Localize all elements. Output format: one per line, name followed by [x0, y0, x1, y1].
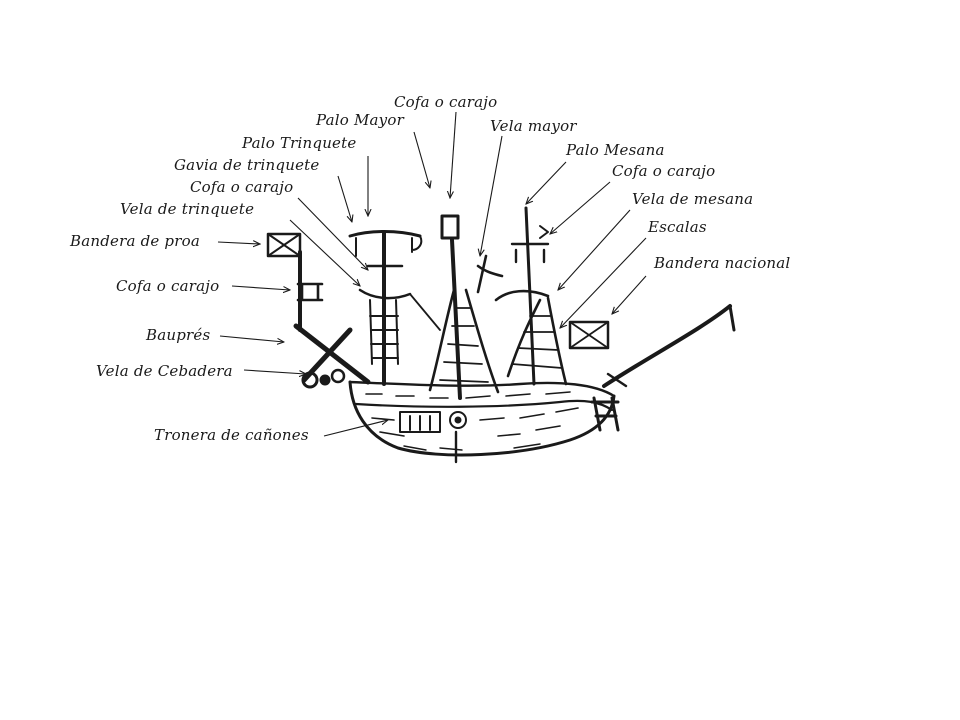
label-cofa-proa: Cofa o carajo [116, 277, 219, 295]
arrow-gavia-trinquete [337, 175, 352, 222]
arrow-cofa-mesana [550, 181, 611, 234]
label-gavia-trinquete: Gavia de trinquete [174, 156, 319, 174]
label-cofa-top: Cofa o carajo [394, 93, 497, 111]
arrow-vela-mesana [558, 209, 631, 290]
arrow-escalas [560, 237, 647, 328]
arrow-cofa-top [450, 111, 457, 198]
arrow-bandera-proa [217, 242, 260, 244]
label-escalas: Escalas [647, 218, 707, 236]
label-tronera: Tronera de cañones [154, 426, 309, 444]
label-cofa-trinquete: Cofa o carajo [190, 178, 293, 196]
stern-ladder [590, 304, 736, 432]
label-palo-mesana: Palo Mesana [565, 141, 665, 159]
label-bauspres: Bauprés [145, 326, 210, 344]
arrow-vela-mayor [480, 135, 503, 256]
arrow-vela-trinquete [289, 219, 360, 286]
arrow-palo-mayor [413, 131, 430, 188]
arrow-vela-cebadera [243, 369, 306, 374]
label-vela-cebadera: Vela de Cebadera [96, 362, 233, 380]
labels: Cofa o carajo Palo Mayor Vela mayor Palo… [69, 93, 790, 444]
ship-drawing [266, 206, 736, 464]
label-palo-mayor: Palo Mayor [315, 111, 405, 129]
label-bandera-proa: Bandera de proa [69, 232, 200, 250]
arrow-cofa-proa [231, 285, 290, 290]
hull [348, 380, 616, 464]
arrow-bauspres [219, 335, 284, 342]
label-cofa-mesana: Cofa o carajo [612, 162, 715, 180]
label-palo-trinquete: Palo Trinquete [241, 134, 356, 152]
arrow-tronera [323, 420, 388, 437]
arrow-palo-mesana [526, 161, 567, 204]
label-vela-mesana: Vela de mesana [632, 190, 753, 208]
bow-flag [266, 232, 324, 332]
mainmast [428, 214, 504, 400]
label-vela-trinquete: Vela de trinquete [120, 200, 254, 218]
foremast [348, 230, 441, 386]
arrows [217, 111, 647, 437]
arrow-bandera-nacional [612, 275, 647, 314]
bowsprit [293, 323, 371, 389]
label-bandera-nacional: Bandera nacional [653, 254, 790, 272]
stern-flag [568, 320, 610, 350]
mizzenmast [494, 206, 568, 386]
arrow-cofa-trinquete [297, 197, 368, 270]
label-vela-mayor: Vela mayor [490, 117, 577, 135]
